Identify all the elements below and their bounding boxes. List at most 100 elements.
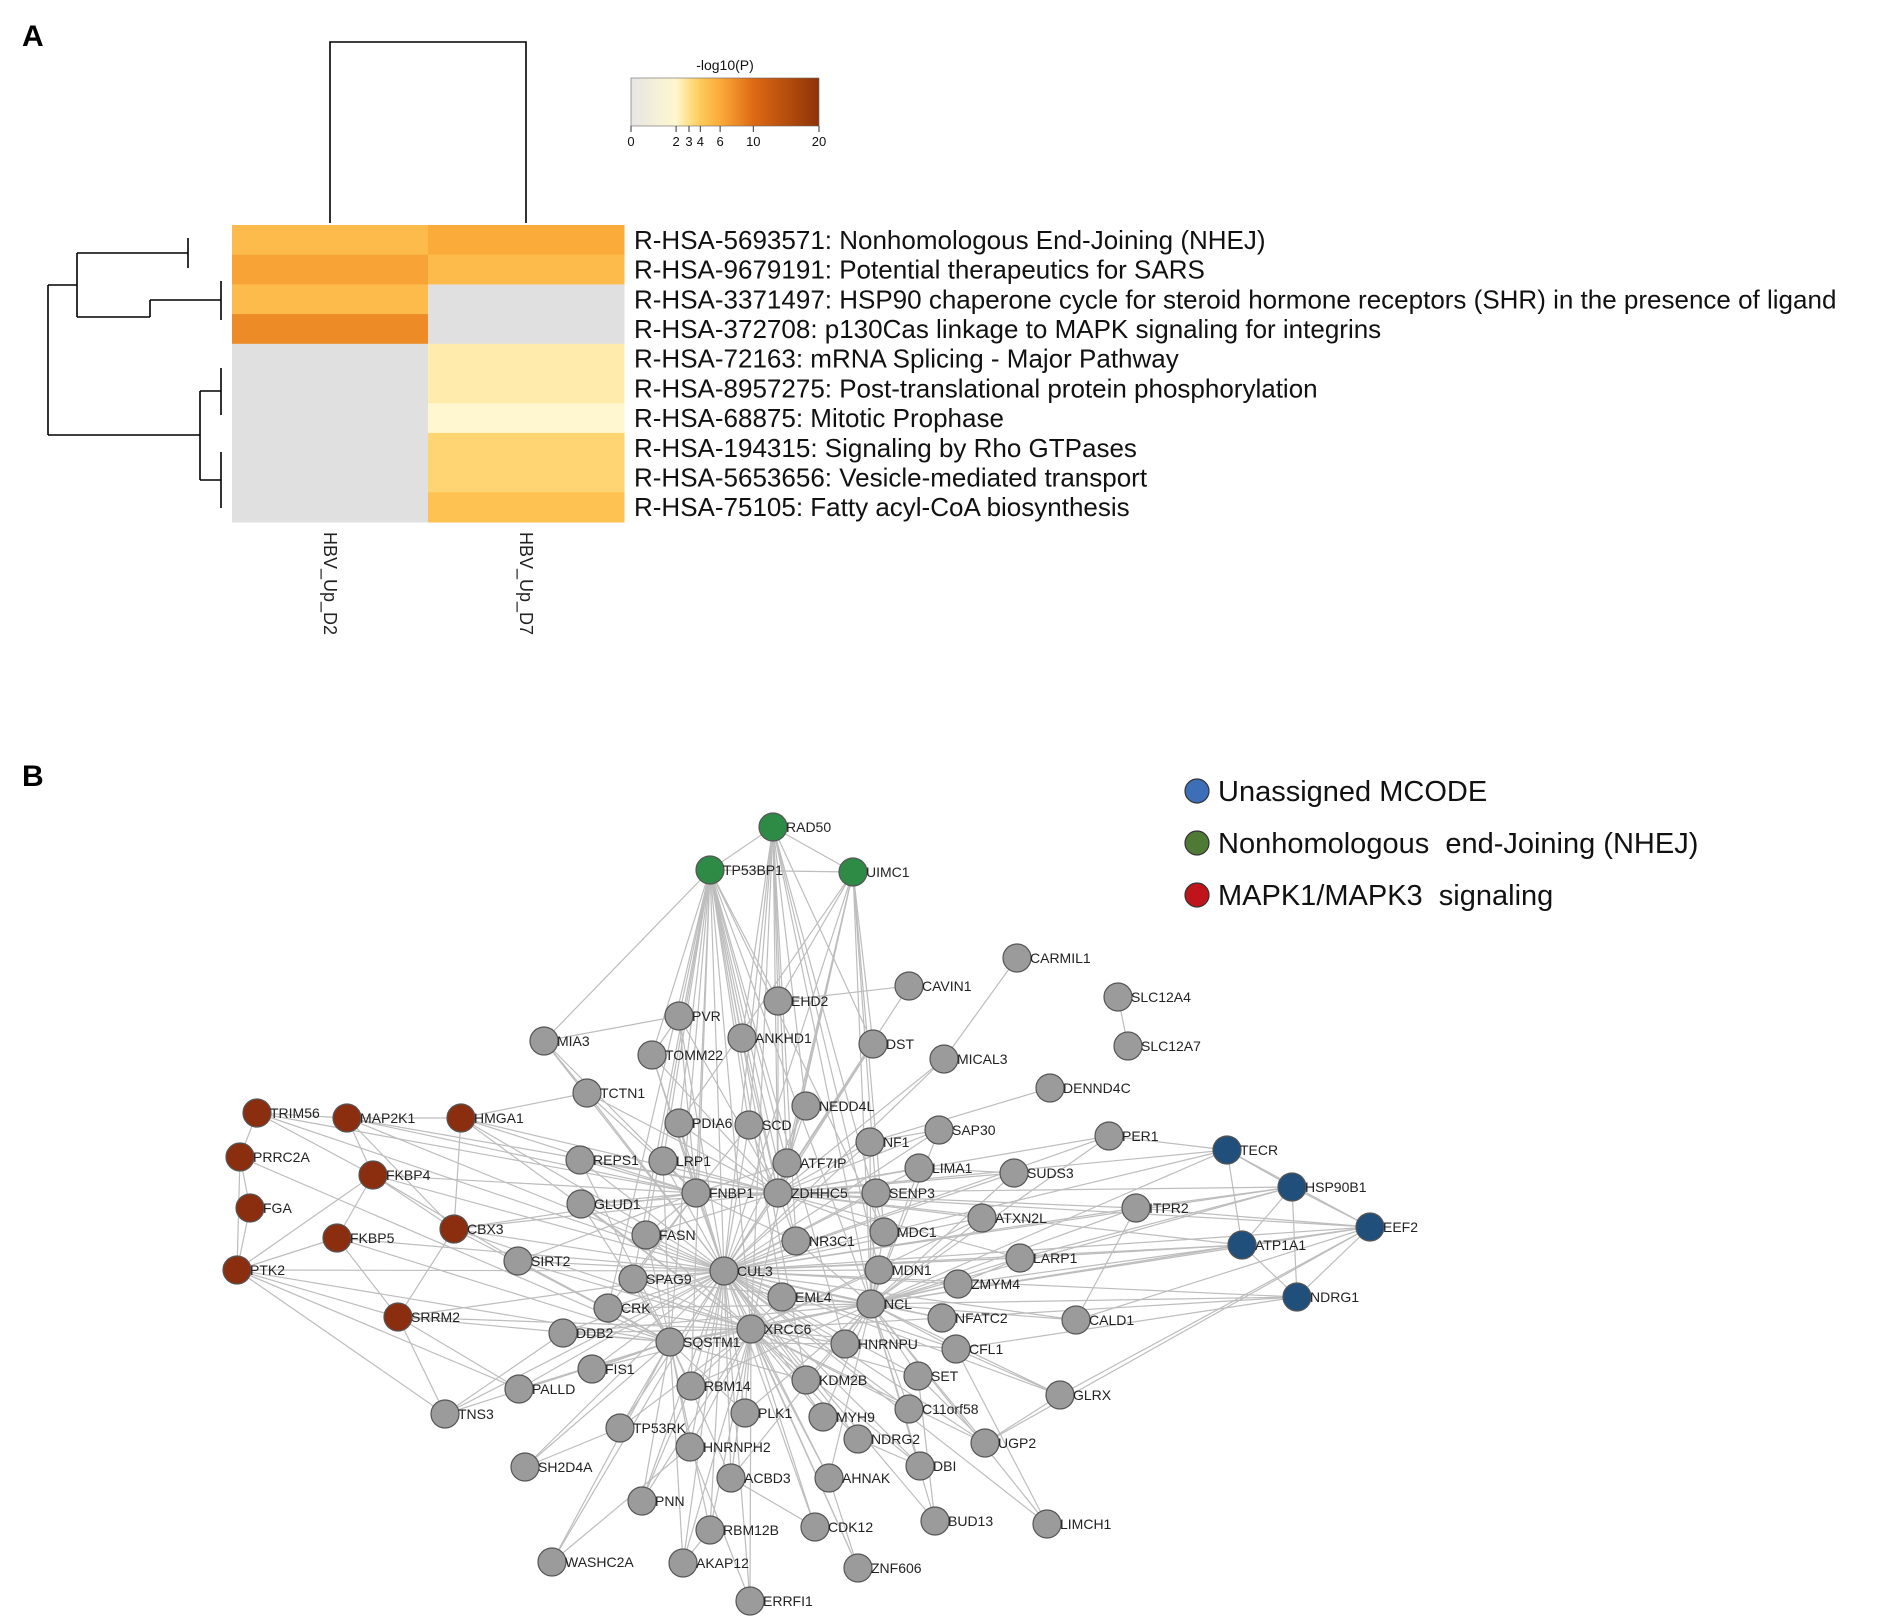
network-edge (748, 826, 774, 1126)
network-node-marker (1212, 1135, 1242, 1165)
network-node-marker (838, 857, 868, 887)
network-node-marker (627, 1486, 657, 1516)
network-node-marker (858, 1029, 888, 1059)
network-edge (1019, 1244, 1243, 1259)
network-node-label: MDC1 (897, 1224, 937, 1240)
network-node: NEDD4L (791, 1091, 874, 1121)
network-node: SUDS3 (999, 1158, 1074, 1188)
network-edge (870, 1149, 1228, 1305)
network-edge (749, 1328, 752, 1602)
network-edge (870, 1217, 983, 1305)
network-node: FIS1 (577, 1354, 635, 1384)
network-node: TOMM22 (637, 1040, 723, 1070)
network-edge (517, 1192, 697, 1262)
network-node-label: SAP30 (952, 1122, 996, 1138)
network-edge (723, 871, 854, 1272)
network-node-label: CDK12 (828, 1519, 873, 1535)
network-node-label: NDRG2 (871, 1431, 920, 1447)
network-node: MDN1 (864, 1255, 932, 1285)
network-edge (397, 1228, 455, 1318)
network-node-marker (577, 1354, 607, 1384)
network-node-marker (727, 1023, 757, 1053)
network-node: NDRG1 (1282, 1282, 1359, 1312)
network-edge (236, 1237, 338, 1271)
network-node-label: TP53BP1 (723, 862, 783, 878)
network-node-label: TNS3 (458, 1406, 494, 1422)
network-node-label: SH2D4A (538, 1459, 593, 1475)
network-node-label: ANKHD1 (755, 1030, 812, 1046)
network-node-marker (664, 1001, 694, 1031)
heatmap-row-label: R-HSA-5693571: Nonhomologous End-Joining… (634, 225, 1266, 255)
network-node-label: TRIM56 (270, 1105, 320, 1121)
network-node: PRRC2A (225, 1142, 310, 1172)
network-node: TNS3 (430, 1399, 494, 1429)
network-node: GLUD1 (566, 1189, 641, 1219)
network-edge (669, 1341, 746, 1414)
network-node-marker (1282, 1282, 1312, 1312)
network-node-marker (537, 1547, 567, 1577)
network-node-label: DENND4C (1063, 1080, 1131, 1096)
legend-swatch (1184, 778, 1210, 804)
network-edge (723, 1141, 871, 1272)
network-node-marker (637, 1040, 667, 1070)
network-node-marker (383, 1302, 413, 1332)
network-node-marker (830, 1329, 860, 1359)
network-edge (460, 1117, 725, 1272)
network-node-label: EHD2 (791, 993, 829, 1009)
network-node-marker (572, 1078, 602, 1108)
network-node: SET (903, 1361, 959, 1391)
network-edge (870, 1303, 957, 1350)
network-node: CBX3 (439, 1214, 504, 1244)
network-node-label: TECR (1240, 1142, 1278, 1158)
network-node-marker (548, 1318, 578, 1348)
network-edge (870, 1296, 1298, 1305)
network-node-label: UIMC1 (866, 864, 910, 880)
network-node-marker (529, 1026, 559, 1056)
network-edge (870, 1172, 1015, 1305)
network-node-label: EEF2 (1383, 1219, 1418, 1235)
network-node-label: FKBP4 (386, 1167, 431, 1183)
color-scale-tick-label: 0 (627, 134, 634, 149)
network-node-marker (655, 1327, 685, 1357)
network-node-label: SRRM2 (411, 1309, 460, 1325)
network-node-marker (675, 1432, 705, 1462)
network-edge (579, 1159, 697, 1194)
network-edge (397, 1316, 446, 1415)
network-edge (1226, 1149, 1243, 1246)
network-edge (1135, 1207, 1371, 1228)
network-node-marker (905, 1451, 935, 1481)
network-node: HNRNPH2 (675, 1432, 771, 1462)
network-edge (397, 1316, 520, 1390)
network-node-label: ATP1A1 (1255, 1237, 1306, 1253)
network-node-marker (808, 1402, 838, 1432)
network-edge (943, 957, 1018, 1060)
network-edge (669, 1341, 732, 1479)
network-node-marker (618, 1264, 648, 1294)
network-node-marker (358, 1160, 388, 1190)
network-edge (518, 1270, 725, 1390)
network-edge (709, 869, 872, 1305)
network-edge (750, 1328, 921, 1467)
network-edge (723, 1058, 945, 1272)
network-node-marker (791, 1091, 821, 1121)
network-node: ZDHHC5 (763, 1178, 848, 1208)
heatmap-row-label: R-HSA-3371497: HSP90 chaperone cycle for… (634, 284, 1836, 314)
network-node-marker (510, 1452, 540, 1482)
network-edge (772, 826, 854, 873)
network-edge (1108, 1135, 1228, 1151)
heatmap-cell (232, 343, 429, 374)
network-edge (562, 1303, 872, 1334)
network-edge (941, 1296, 1298, 1319)
network-node: SPAG9 (618, 1264, 692, 1294)
network-node-marker (734, 1110, 764, 1140)
network-edge (741, 826, 774, 1039)
network-node-label: SET (931, 1368, 959, 1384)
network-edge (695, 1192, 797, 1242)
network-edge (524, 1341, 671, 1468)
network-node: DENND4C (1035, 1073, 1131, 1103)
network-node: PLK1 (730, 1398, 792, 1428)
network-node-label: SENP3 (889, 1185, 935, 1201)
network-node-marker (781, 1226, 811, 1256)
network-node: BUD13 (920, 1506, 993, 1536)
network-node: TP53BP1 (695, 855, 783, 885)
